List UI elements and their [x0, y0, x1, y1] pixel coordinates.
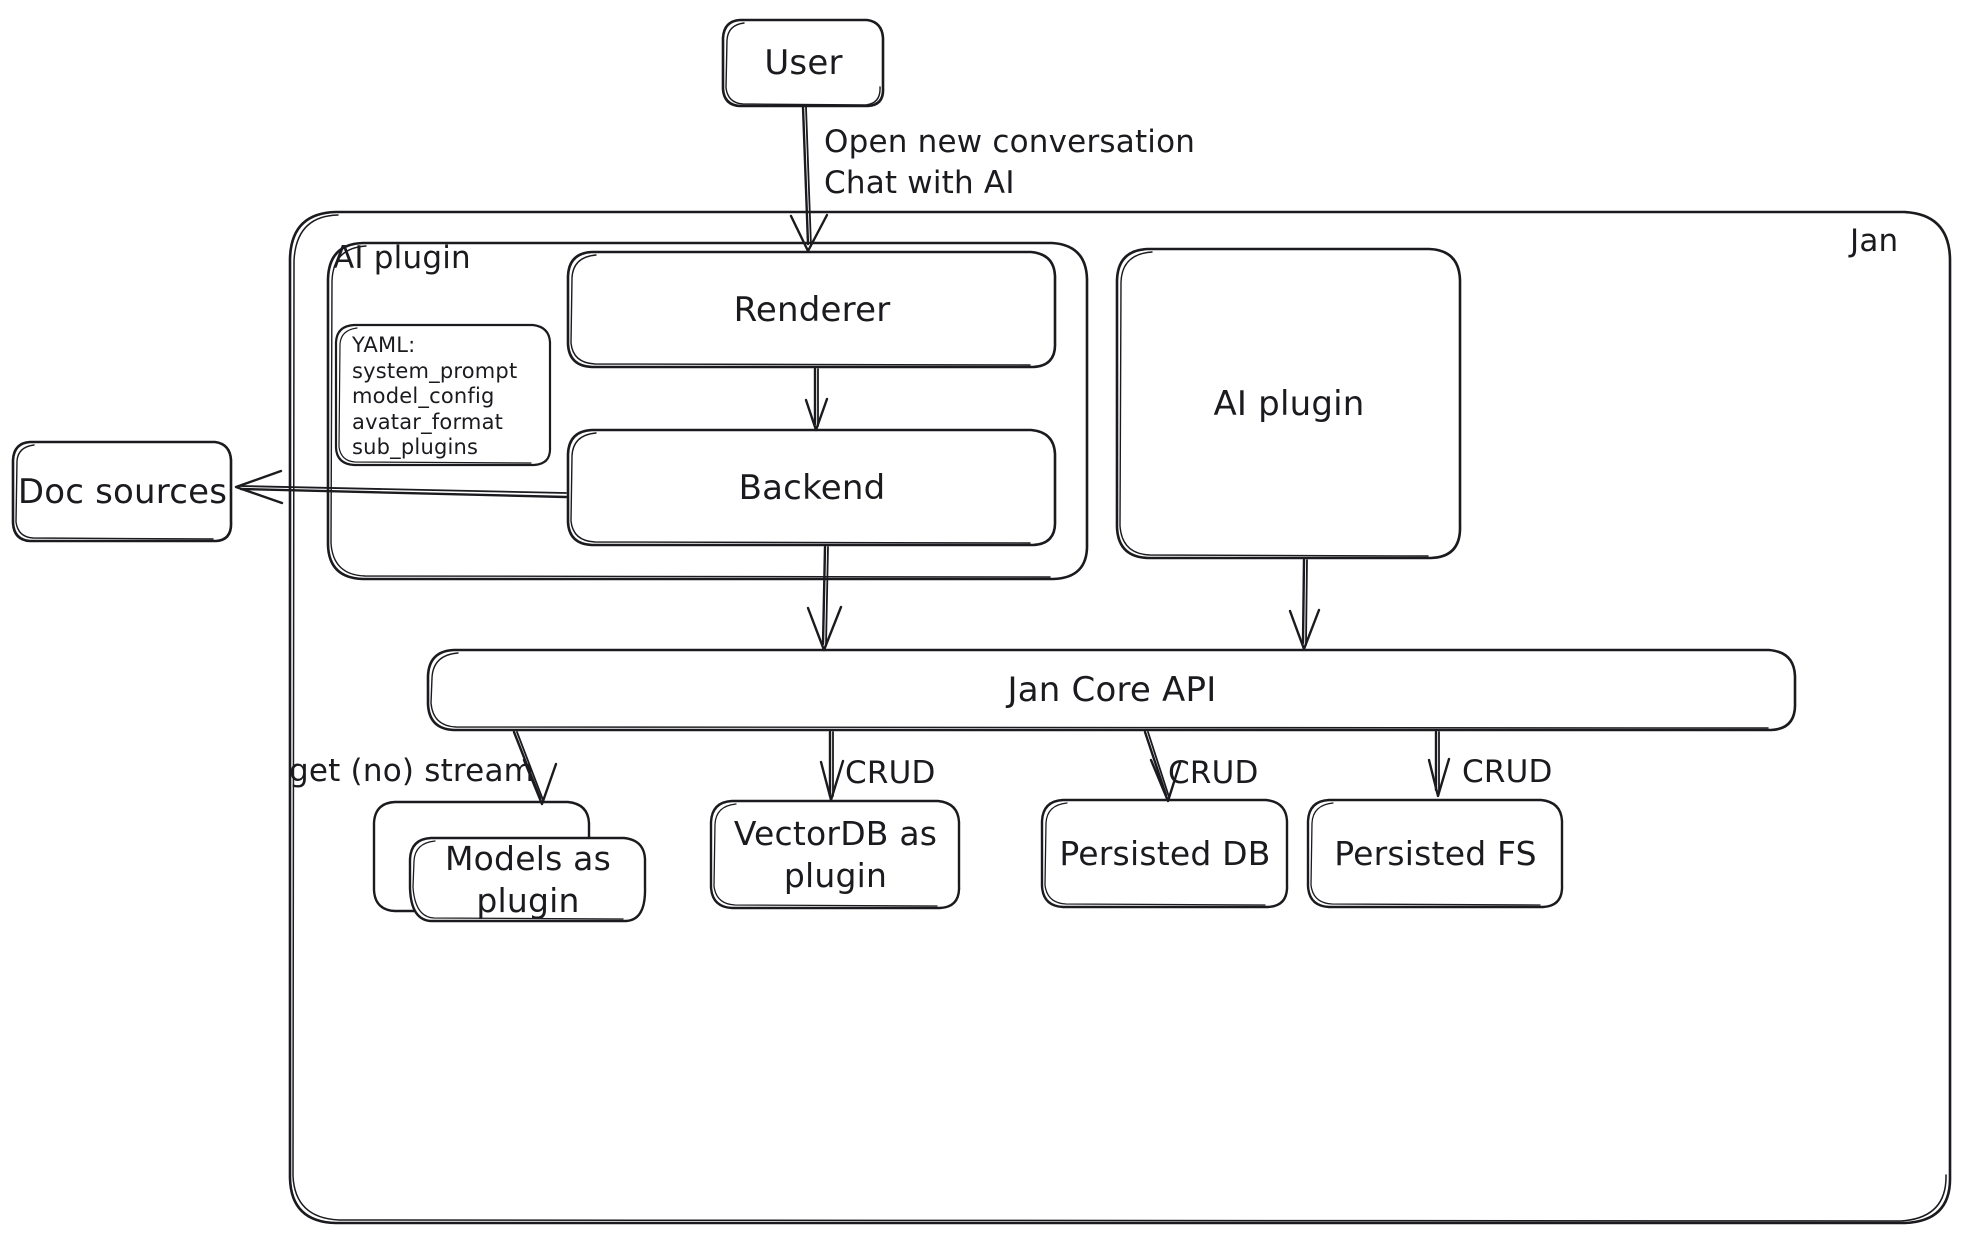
yaml-note-shape	[334, 323, 552, 467]
persisted-fs-node-shape	[1306, 798, 1564, 909]
doc-sources-node-label[interactable]: Doc sources	[17, 471, 228, 512]
edge-core-to-persisted-db	[1143, 730, 1182, 803]
edge-core-to-vectordb	[819, 730, 845, 802]
ai-plugin-group-label: AI plugin	[333, 240, 471, 276]
edge-label-core-to-models: get (no) stream	[289, 753, 535, 789]
jan-core-api-node-shape	[426, 648, 1797, 732]
renderer-node-label[interactable]: Renderer	[733, 289, 891, 330]
edge-label-core-to-vectordb: CRUD	[845, 755, 936, 791]
edge-core-to-models	[512, 730, 558, 806]
backend-node-shape	[566, 428, 1057, 547]
persisted-db-node-label[interactable]: Persisted DB	[1059, 834, 1271, 873]
ai-plugin-right-node-shape	[1115, 247, 1462, 560]
doc-sources-node-shape	[11, 440, 233, 543]
edge-ai-plugin-to-core	[1288, 558, 1321, 651]
models-as-plugin-node-shape	[372, 800, 647, 923]
yaml-note-text: YAML: system_prompt model_config avatar_…	[352, 333, 518, 459]
edge-label-core-to-persisted-fs: CRUD	[1462, 754, 1553, 790]
edge-label-core-to-persisted-db: CRUD	[1168, 755, 1259, 791]
edge-renderer-to-backend	[804, 367, 829, 432]
persisted-fs-node-label[interactable]: Persisted FS	[1334, 834, 1537, 873]
persisted-db-node-shape	[1040, 798, 1289, 909]
edge-backend-to-core	[806, 545, 843, 652]
jan-container-label: Jan	[1850, 223, 1899, 259]
edge-backend-to-doc-sources	[234, 469, 568, 505]
edge-label-user-to-renderer: Open new conversation Chat with AI	[824, 124, 1196, 201]
models-as-plugin-node-label[interactable]: Models as plugin	[445, 839, 611, 920]
backend-node-label[interactable]: Backend	[738, 467, 886, 508]
ai-plugin-right-node-label[interactable]: AI plugin	[1213, 383, 1365, 424]
user-node-label[interactable]: User	[764, 43, 843, 83]
vectordb-as-plugin-node-label[interactable]: VectorDB as plugin	[733, 814, 938, 895]
edge-user-to-renderer	[789, 105, 829, 253]
vectordb-as-plugin-node-shape	[709, 799, 961, 910]
user-node-shape	[721, 18, 885, 108]
renderer-node-shape	[566, 250, 1057, 369]
jan-core-api-node-label[interactable]: Jan Core API	[1007, 670, 1217, 710]
edge-core-to-persisted-fs	[1427, 730, 1451, 798]
